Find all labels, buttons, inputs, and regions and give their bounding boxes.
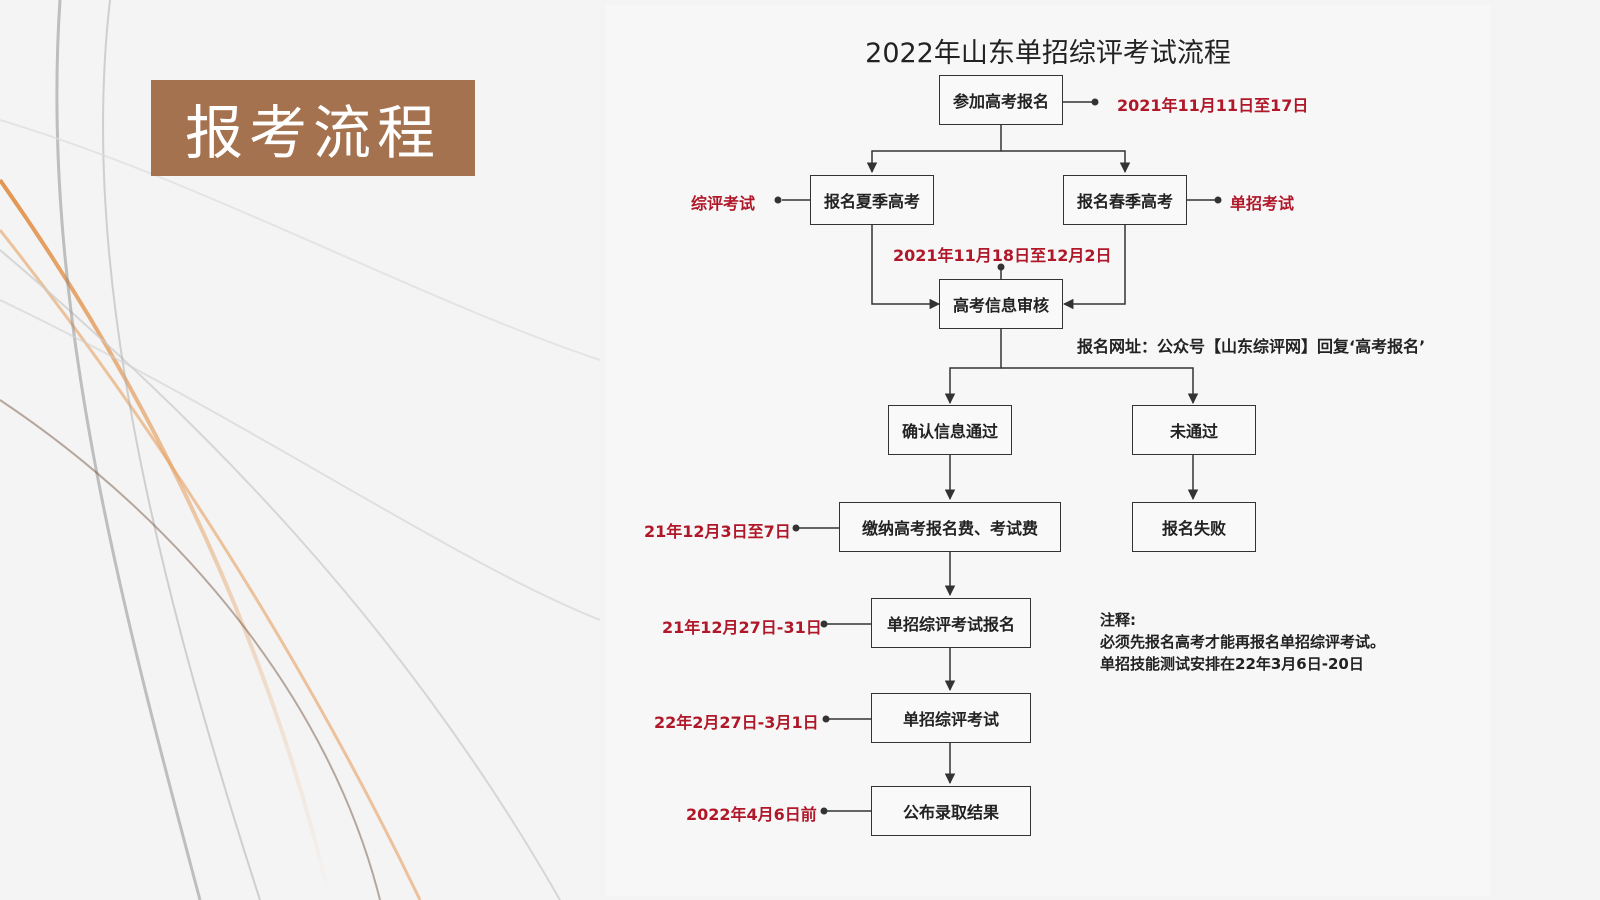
notes-line-1: 必须先报名高考才能再报名单招综评考试。 (1100, 633, 1386, 651)
node-summer-exam: 报名夏季高考 (810, 175, 934, 225)
label-pay-date: 21年12月3日至7日 (644, 522, 791, 541)
flowchart-panel: 2022年山东单招综评考试流程 参加高考报名 报名夏季高考 报名春季高考 高考信… (606, 5, 1490, 896)
node-exam: 单招综评考试 (871, 693, 1031, 743)
node-spring-exam: 报名春季高考 (1063, 175, 1187, 225)
label-spring-type: 单招考试 (1230, 194, 1295, 213)
label-signup-date: 2021年11月11日至17日 (1117, 96, 1309, 115)
node-signup: 参加高考报名 (939, 75, 1063, 125)
node-info-review: 高考信息审核 (939, 279, 1063, 329)
node-info-passed: 确认信息通过 (888, 405, 1012, 455)
label-register-date: 21年12月27日-31日 (662, 618, 822, 637)
notes-line-2: 单招技能测试安排在22年3月6日-20日 (1100, 655, 1364, 673)
node-results: 公布录取结果 (871, 786, 1031, 836)
node-exam-registration: 单招综评考试报名 (871, 598, 1031, 648)
slide-title-box: 报考流程 (151, 80, 475, 176)
label-website: 报名网址：公众号【山东综评网】回复‘高考报名’ (1077, 337, 1426, 356)
node-not-passed: 未通过 (1132, 405, 1256, 455)
node-pay-fees: 缴纳高考报名费、考试费 (839, 502, 1061, 552)
slide-title: 报考流程 (184, 99, 441, 167)
label-summer-type: 综评考试 (691, 194, 756, 213)
label-review-date: 2021年11月18日至12月2日 (893, 246, 1112, 265)
flowchart-title: 2022年山东单招综评考试流程 (865, 38, 1231, 69)
label-result-date: 2022年4月6日前 (686, 805, 817, 824)
label-exam-date: 22年2月27日-3月1日 (654, 713, 819, 732)
node-signup-failed: 报名失败 (1132, 502, 1256, 552)
notes-heading: 注释: (1100, 611, 1136, 629)
flowchart-connectors (774, 98, 1222, 815)
